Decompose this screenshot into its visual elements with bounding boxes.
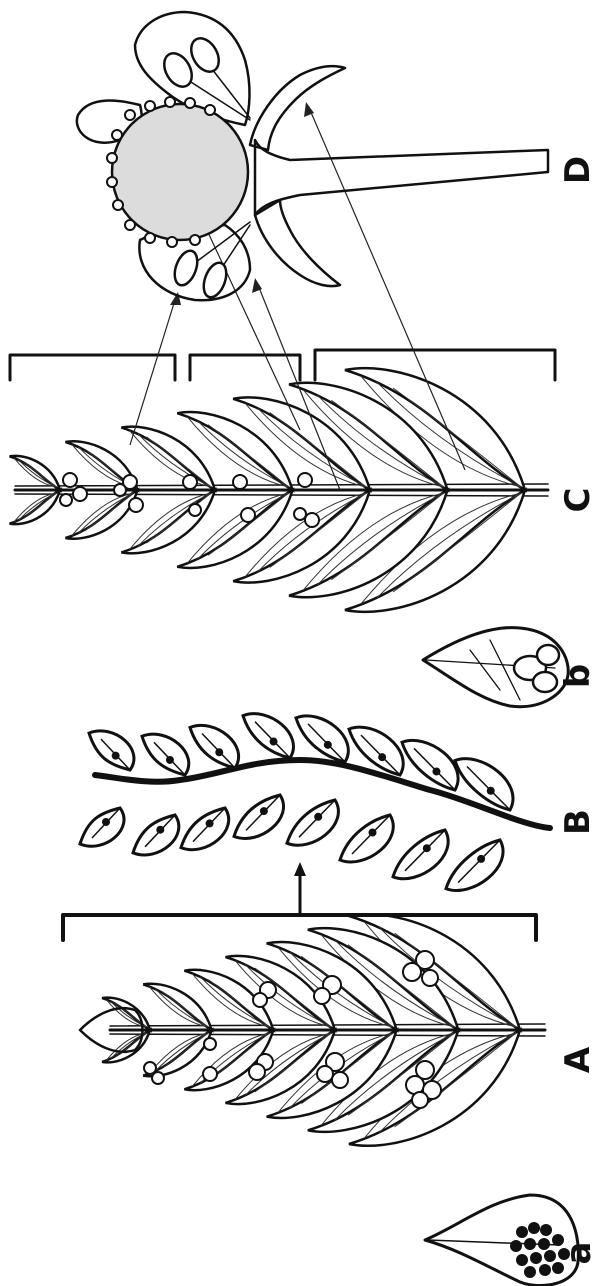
label-A: A bbox=[558, 1046, 595, 1073]
sporangium-dot bbox=[166, 756, 174, 764]
sporangium-dot bbox=[369, 829, 377, 837]
label-a: a bbox=[559, 1242, 595, 1265]
label-b: b bbox=[558, 664, 595, 688]
figure-A-shoot bbox=[80, 914, 545, 1145]
figure-B-shoot bbox=[80, 714, 550, 891]
figure-C-shoot bbox=[10, 368, 548, 612]
leaf bbox=[143, 984, 211, 1030]
sporangium-dot bbox=[432, 767, 440, 775]
sporangium-dot bbox=[156, 826, 164, 834]
sporangium-dot bbox=[102, 818, 110, 826]
sporangium-dot bbox=[324, 741, 332, 749]
sporangium-dot bbox=[215, 748, 223, 756]
sporangium-dot bbox=[423, 844, 431, 852]
sporangium-dot bbox=[112, 752, 120, 760]
sporangium-dot bbox=[314, 813, 322, 821]
brackets-C bbox=[10, 350, 555, 380]
label-D: D bbox=[558, 156, 595, 184]
figure-B-leaves bbox=[80, 714, 513, 891]
sporangium-dot bbox=[378, 753, 386, 761]
label-C: C bbox=[558, 488, 595, 513]
sporangium-dot bbox=[487, 787, 495, 795]
sporangium-dot bbox=[270, 738, 278, 746]
figure-b-leaf bbox=[423, 628, 568, 707]
sporangium-dot bbox=[477, 855, 485, 863]
figure-D-flower bbox=[77, 12, 548, 300]
sporangium-dot bbox=[260, 807, 268, 815]
label-B: B bbox=[558, 809, 595, 835]
figure-a-leaf bbox=[425, 1195, 578, 1286]
figure-b-sporangium bbox=[514, 645, 559, 692]
sporangium-dot bbox=[206, 819, 214, 827]
